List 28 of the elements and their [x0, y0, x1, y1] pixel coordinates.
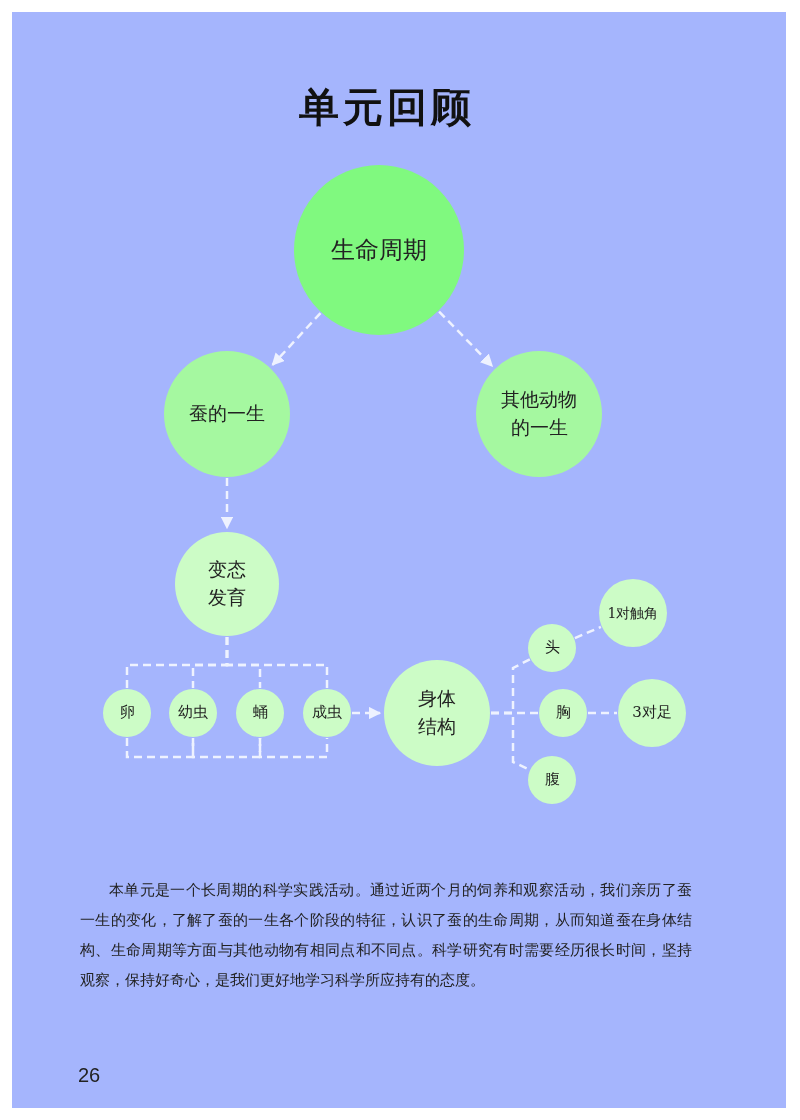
node-label: 3对足	[631, 702, 673, 724]
node-label: 生命周期	[330, 234, 428, 266]
connector-line	[125, 738, 195, 759]
connector-line	[491, 711, 530, 771]
node-label: 身体结构	[417, 686, 457, 739]
node-label: 蚕的一生	[188, 401, 266, 427]
connector-line	[588, 711, 617, 715]
connector-line	[574, 625, 602, 640]
connector-line	[225, 637, 329, 688]
connector-line	[258, 738, 329, 759]
node-label: 成虫	[311, 702, 343, 724]
connector-line	[191, 738, 262, 759]
arrow	[220, 478, 234, 530]
page-number: 26	[78, 1064, 101, 1087]
node-label: 蛹	[251, 702, 269, 724]
node-label: 其他动物的一生	[500, 387, 578, 440]
node-label: 卵	[118, 702, 136, 724]
title: 单元回顾	[298, 82, 476, 132]
node-label: 胸	[554, 702, 572, 724]
node-label: 腹	[543, 769, 561, 791]
arrow	[438, 310, 494, 367]
node-label: 幼虫	[177, 702, 209, 724]
arrow	[352, 706, 382, 720]
node-label: 头	[543, 637, 561, 659]
paragraph: 本单元是一个长周期的科学实践活动。通过近两个月的饲养和观察活动，我们亲历了蚕一生的变化，了解了蚕的一生各个阶段的特征，认识了蚕的生命周期，从而知道蚕在身体结构、生命周期等方面与其他动物有相同点和不同点。科学研究有时需要经历很长时间，坚持观察，保持好奇心，是我们更好地学习科学所应持有的态度。	[80, 881, 692, 990]
node-label: 1对触角	[606, 603, 660, 623]
node-label: 变态发育	[207, 557, 247, 610]
arrow	[271, 312, 322, 366]
